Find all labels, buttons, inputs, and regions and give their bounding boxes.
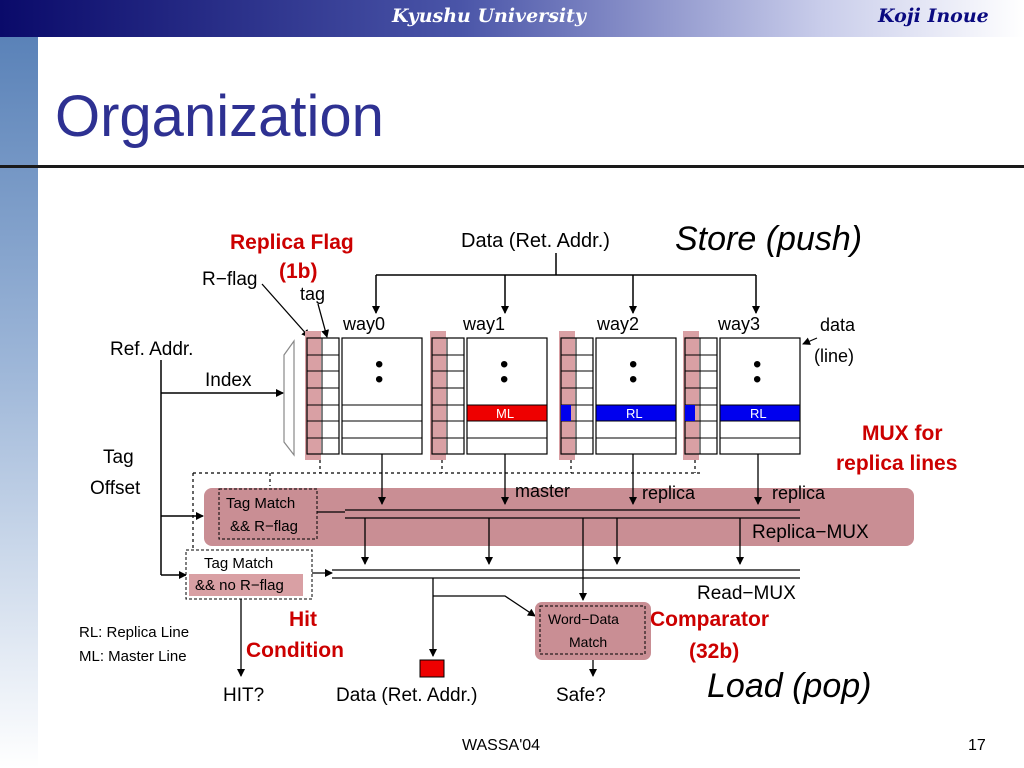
ellipsis-3-top: • xyxy=(753,351,761,378)
way-label-0: way0 xyxy=(342,314,385,334)
left-decor-band xyxy=(0,37,38,768)
array-output-lines xyxy=(237,454,762,677)
data-line-label: data xyxy=(820,315,856,335)
rflag-column-3 xyxy=(683,331,699,460)
header-university: Kyushu University xyxy=(392,5,586,27)
data-array-2 xyxy=(595,337,677,455)
mux-note-2: replica lines xyxy=(836,452,957,475)
data-array-0 xyxy=(341,337,423,455)
comparator-bits: (32b) xyxy=(689,640,739,663)
rflag-column-0 xyxy=(305,331,321,460)
tag-match-rflag-box xyxy=(218,488,318,540)
footer-conference: WASSA'04 xyxy=(462,737,541,754)
ref-addr-label: Ref. Addr. xyxy=(110,339,193,360)
rl-label-3: RL xyxy=(750,406,767,421)
master-line-cell xyxy=(466,404,548,422)
ellipsis-0-bot: • xyxy=(375,366,383,393)
tag-match-rflag-line1: Tag Match xyxy=(226,495,295,512)
comparator-bits-value: 32b xyxy=(696,640,732,663)
word-data-line1: Word−Data xyxy=(548,611,619,627)
read-mux-label: Read−MUX xyxy=(697,583,796,604)
footer-page-number: 17 xyxy=(968,737,986,754)
replica-label-2: replica xyxy=(772,483,826,503)
data-line-pointer xyxy=(802,337,818,345)
replica-flag-set-3 xyxy=(685,405,695,421)
ellipsis-0-top: • xyxy=(375,351,383,378)
way-label-1: way1 xyxy=(462,314,505,334)
tag-match-norflag-line1: Tag Match xyxy=(204,555,273,572)
header-band xyxy=(0,0,1024,37)
replica-mux-label: Replica−MUX xyxy=(752,522,869,543)
data-line-label-2: (line) xyxy=(814,346,854,366)
ml-label: ML xyxy=(496,406,514,421)
replica-label-1: replica xyxy=(642,483,696,503)
tag-array-3 xyxy=(684,337,718,455)
ellipsis-2-bot: • xyxy=(629,366,637,393)
rflag-pointer xyxy=(261,283,310,338)
word-data-line2: Match xyxy=(569,634,607,650)
address-lines xyxy=(160,360,284,579)
tag-match-norflag-line2: && no R−flag xyxy=(195,577,284,594)
rflag-label: R−flag xyxy=(202,269,257,290)
offset-field-label: Offset xyxy=(90,478,141,499)
data-array-1 xyxy=(466,337,548,455)
replica-flag-bits: (1b) xyxy=(279,260,318,283)
store-distribution-lines xyxy=(372,253,760,314)
tag-array-1 xyxy=(431,337,465,455)
way-label-2: way2 xyxy=(596,314,639,334)
index-decoder xyxy=(283,339,295,457)
replica-line-cell-3 xyxy=(719,404,801,422)
condition-label: Condition xyxy=(246,639,344,662)
data-in-label: Data (Ret. Addr.) xyxy=(461,230,610,252)
header-author: Koji Inoue xyxy=(878,5,989,27)
replica-line-cell-2 xyxy=(595,404,677,422)
read-mux-bus xyxy=(312,569,800,579)
cache-ways xyxy=(305,331,801,460)
replica-mux-bus xyxy=(317,509,800,519)
ellipsis-2-top: • xyxy=(629,351,637,378)
hit-label: Hit xyxy=(289,608,317,631)
index-label: Index xyxy=(205,370,252,391)
master-label: master xyxy=(515,481,570,501)
tag-label: tag xyxy=(300,284,325,304)
legend-master-line: ML: Master Line xyxy=(79,648,187,665)
safe-output: Safe? xyxy=(556,685,606,706)
comparator-label: Comparator xyxy=(650,608,769,631)
hit-output: HIT? xyxy=(223,685,264,706)
way-label-3: way3 xyxy=(717,314,760,334)
ellipsis-1-bot: • xyxy=(500,366,508,393)
load-label: Load (pop) xyxy=(707,667,871,705)
word-data-match-box xyxy=(539,605,646,655)
tag-pointer xyxy=(317,303,330,338)
tag-field-label: Tag xyxy=(103,447,134,468)
legend-replica-line: RL: Replica Line xyxy=(79,624,189,641)
tag-compare-dotted-lines xyxy=(192,460,700,548)
tag-array-0 xyxy=(306,337,340,455)
tag-match-norflag-highlight xyxy=(189,574,303,596)
mux-note: MUX for xyxy=(862,422,943,445)
replica-flag-label: Replica Flag xyxy=(230,231,354,254)
data-out-cell xyxy=(419,659,445,678)
ellipsis-3-bot: • xyxy=(753,366,761,393)
rflag-column-2 xyxy=(559,331,575,460)
title-rule xyxy=(0,165,1024,168)
tag-match-rflag-line2: && R−flag xyxy=(230,518,298,535)
data-output: Data (Ret. Addr.) xyxy=(336,685,478,706)
replica-flag-set-2 xyxy=(561,405,571,421)
store-label: Store (push) xyxy=(675,220,862,258)
rflag-column-1 xyxy=(430,331,446,460)
slide-title: Organization xyxy=(55,84,384,149)
tag-array-2 xyxy=(560,337,594,455)
data-array-3 xyxy=(719,337,801,455)
ellipsis-1-top: • xyxy=(500,351,508,378)
rl-label-2: RL xyxy=(626,406,643,421)
